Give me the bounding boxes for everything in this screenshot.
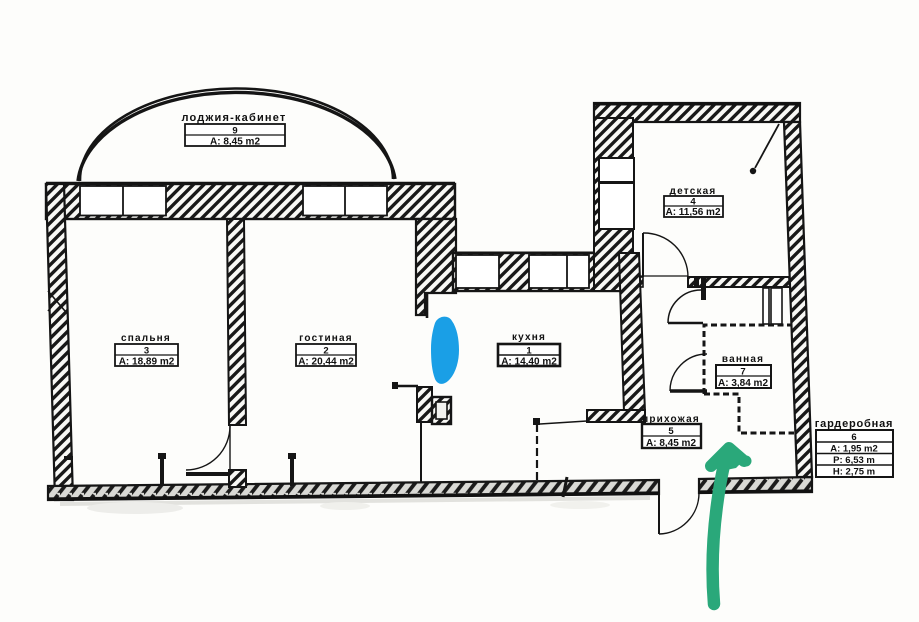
svg-text:ванная: ванная bbox=[722, 354, 764, 365]
svg-text:A: 8,45 m2: A: 8,45 m2 bbox=[210, 137, 260, 148]
svg-text:2: 2 bbox=[323, 346, 328, 357]
svg-text:гардеробная: гардеробная bbox=[815, 418, 893, 430]
svg-text:спальня: спальня bbox=[121, 333, 171, 344]
svg-text:кухня: кухня bbox=[512, 332, 546, 343]
svg-text:5: 5 bbox=[668, 426, 674, 437]
svg-text:A: 18,89 m2: A: 18,89 m2 bbox=[119, 357, 175, 368]
svg-text:1: 1 bbox=[526, 346, 532, 357]
svg-text:P: 6,53 m: P: 6,53 m bbox=[833, 455, 875, 466]
svg-text:6: 6 bbox=[851, 432, 856, 443]
svg-text:A: 11,56 m2: A: 11,56 m2 bbox=[665, 207, 720, 218]
svg-text:A: 1,95 m2: A: 1,95 m2 bbox=[830, 444, 878, 455]
svg-text:H: 2,75 m: H: 2,75 m bbox=[833, 467, 875, 478]
svg-text:7: 7 bbox=[740, 367, 745, 378]
svg-text:4: 4 bbox=[690, 197, 696, 208]
svg-text:гостиная: гостиная bbox=[299, 333, 353, 344]
svg-text:A: 8,45 m2: A: 8,45 m2 bbox=[646, 438, 696, 449]
svg-text:детская: детская bbox=[670, 186, 717, 197]
svg-text:лоджия-кабинет: лоджия-кабинет bbox=[181, 112, 286, 124]
svg-text:3: 3 bbox=[144, 346, 149, 357]
svg-text:A: 20,44 m2: A: 20,44 m2 bbox=[298, 357, 354, 368]
svg-text:9: 9 bbox=[232, 126, 237, 137]
svg-text:A: 3,84 m2: A: 3,84 m2 bbox=[718, 378, 768, 389]
svg-text:прихожая: прихожая bbox=[642, 414, 700, 425]
svg-text:A: 14,40 m2: A: 14,40 m2 bbox=[501, 357, 557, 368]
